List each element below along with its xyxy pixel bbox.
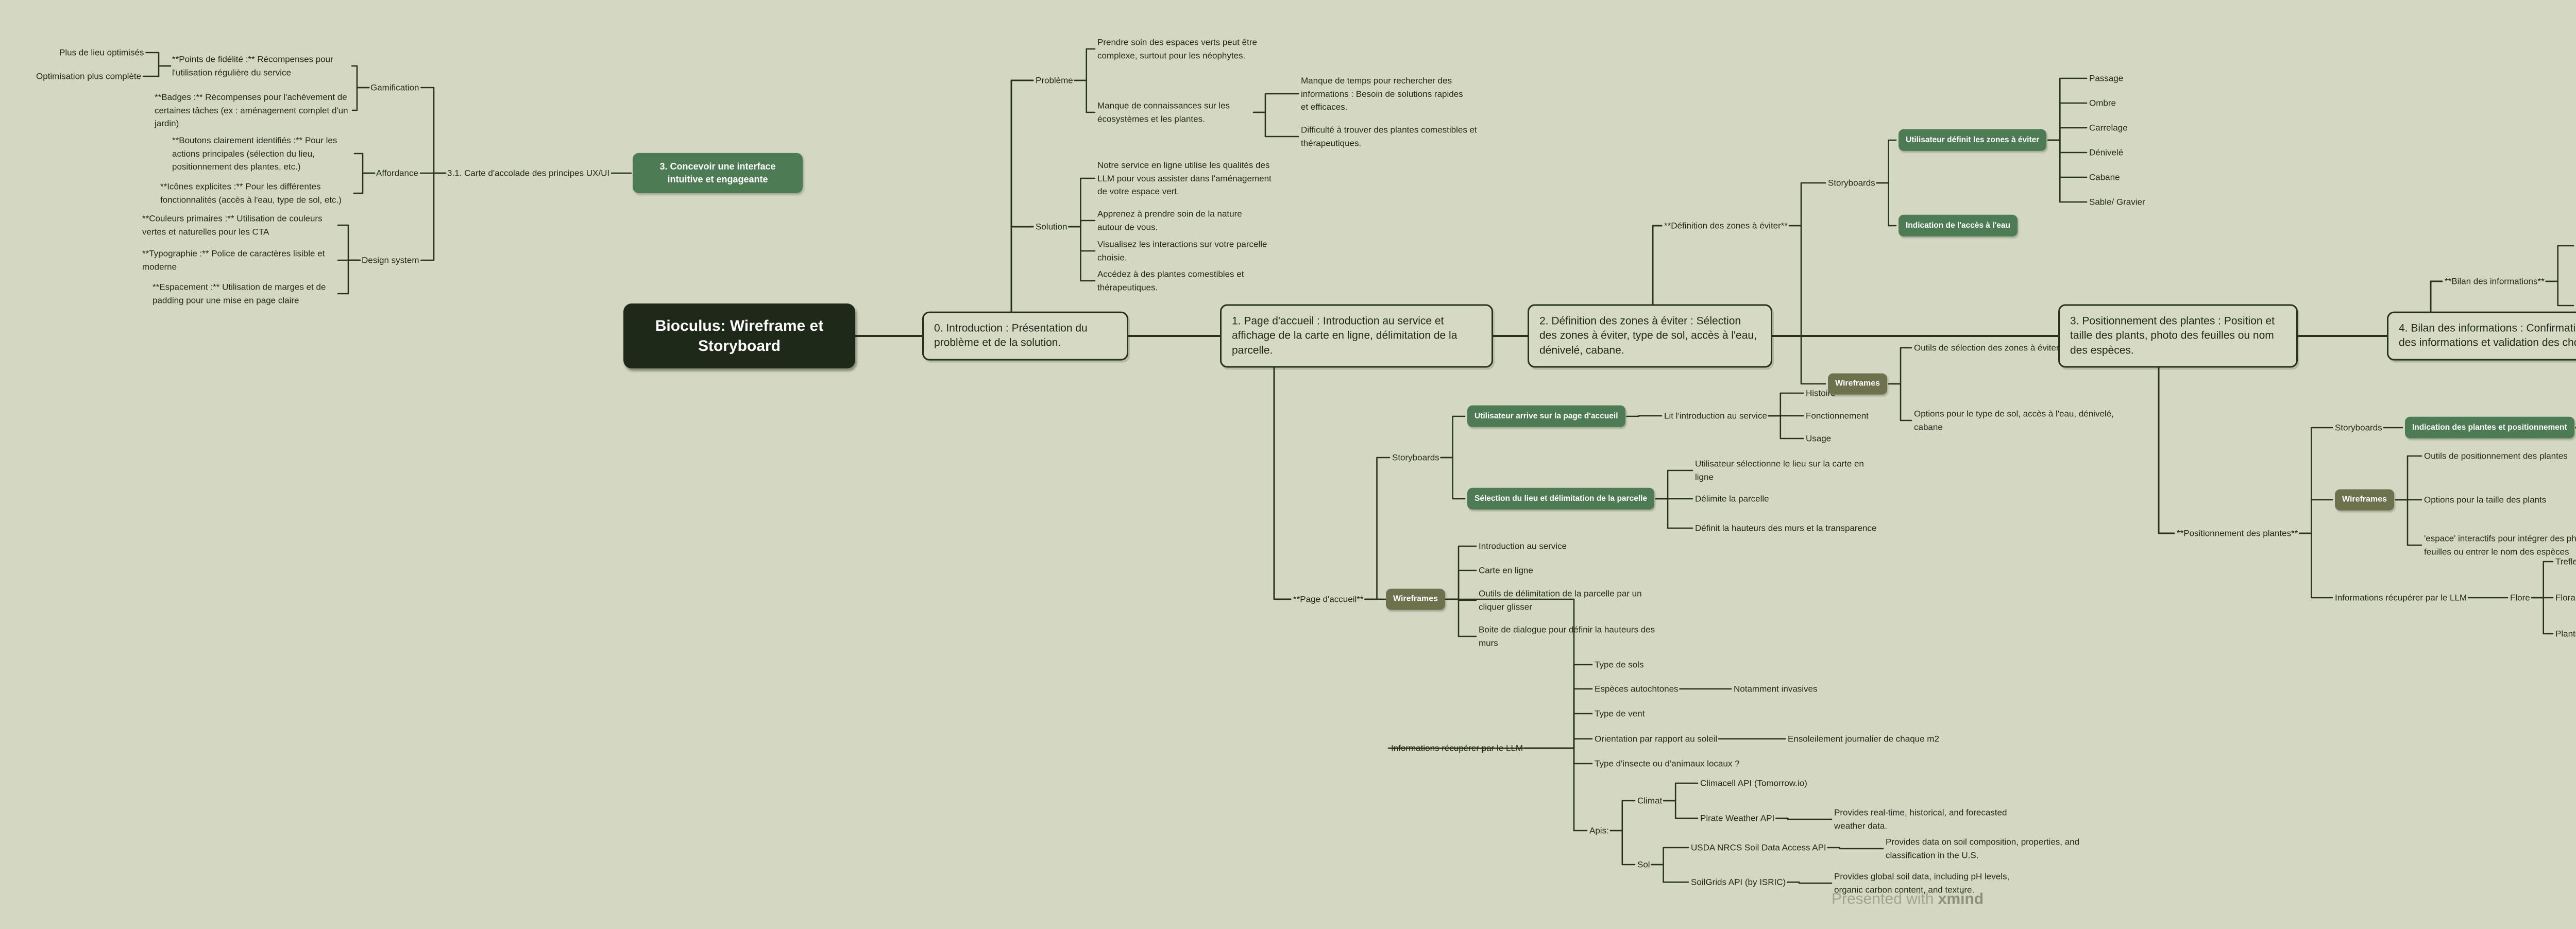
topic-difficulte[interactable]: Difficulté à trouver des plantes comesti…: [1301, 125, 1477, 148]
topic-affordance[interactable]: Affordance: [376, 168, 418, 178]
topic-plus-lieux[interactable]: Plus de lieu optimisés: [59, 47, 144, 58]
topic-pirate-weather[interactable]: Pirate Weather API: [1700, 813, 1775, 823]
topic-storyboards-2[interactable]: Storyboards: [1828, 178, 1875, 188]
topic-ensoleillement[interactable]: Ensoleilement journalier de chaque m2: [1788, 734, 1939, 744]
topic-usda[interactable]: USDA NRCS Soil Data Access API: [1691, 842, 1826, 853]
topic-definit-hauteurs[interactable]: Définit la hauteurs des murs et la trans…: [1695, 523, 1877, 533]
topic-manque-temps[interactable]: Manque de temps pour rechercher des info…: [1301, 75, 1463, 112]
topic-pfaf[interactable]: Plants for a Future API (PFAF): [2555, 629, 2576, 639]
topic-wf-outils-selection[interactable]: Outils de sélection des zones à éviter: [1914, 343, 2059, 353]
topic-positionnement-plantes[interactable]: **Positionnement des plantes**: [2177, 528, 2298, 538]
topic-wf-outils-delimitation[interactable]: Outils de délimitation de la parcelle pa…: [1479, 588, 1642, 612]
topic-3-positionnement[interactable]: 3. Positionnement des plantes : Position…: [2058, 304, 2298, 368]
topic-optimisation[interactable]: Optimisation plus complète: [36, 71, 142, 81]
topic-wf-introduction[interactable]: Introduction au service: [1479, 541, 1567, 551]
topic-wf-boite-dialogue[interactable]: Boite de dialogue pour définir la hauteu…: [1479, 624, 1655, 648]
topic-soilgrids[interactable]: SoilGrids API (by ISRIC): [1691, 877, 1786, 887]
topic-climat[interactable]: Climat: [1637, 796, 1663, 806]
topic-prendre-soin[interactable]: Prendre soin des espaces verts peut être…: [1097, 37, 1257, 61]
topic-type-sols[interactable]: Type de sols: [1595, 660, 1644, 670]
topic-page-accueil[interactable]: **Page d'accueil**: [1293, 594, 1364, 604]
topic-design-system[interactable]: Design system: [362, 255, 419, 265]
topic-31-carte-accolade[interactable]: 3.1. Carte d'accolade des principes UX/U…: [447, 168, 610, 178]
topic-insectes-animaux[interactable]: Type d'insecte ou d'animaux locaux ?: [1595, 758, 1740, 769]
topic-sol[interactable]: Sol: [1637, 859, 1650, 870]
topic-wf-options-taille[interactable]: Options pour la taille des plants: [2424, 495, 2547, 505]
topic-wf-outils-positionnement[interactable]: Outils de positionnement des plantes: [2424, 451, 2568, 461]
topic-manque-connaissances[interactable]: Manque de connaissances sur les écosystè…: [1097, 100, 1230, 124]
topic-2-definition-zones[interactable]: 2. Définition des zones à éviter : Sélec…: [1528, 304, 1772, 368]
topic-gamification[interactable]: Gamification: [370, 82, 419, 93]
topic-wf-espace-interactif[interactable]: 'espace' interactifs pour intégrer des p…: [2424, 533, 2576, 557]
topic-accedez[interactable]: Accédez à des plantes comestibles et thé…: [1097, 269, 1244, 293]
central-topic[interactable]: Bioculus: Wireframe et Storyboard: [623, 303, 855, 368]
green-indication-plantes[interactable]: Indication des plantes et positionnement: [2405, 416, 2574, 439]
topic-storyboards-3[interactable]: Storyboards: [2335, 423, 2382, 433]
topic-selectionne-lieu[interactable]: Utilisateur sélectionne le lieu sur la c…: [1695, 459, 1864, 482]
topic-solution[interactable]: Solution: [1036, 222, 1067, 232]
topic-notamment-invasives[interactable]: Notamment invasives: [1734, 684, 1818, 694]
topic-type-vent[interactable]: Type de vent: [1595, 708, 1645, 719]
topic-badges[interactable]: **Badges :** Récompenses pour l'achèveme…: [155, 92, 348, 128]
topic-apprenez[interactable]: Apprenez à prendre soin de la nature aut…: [1097, 209, 1242, 232]
topic-points-fidelite[interactable]: **Points de fidélité :** Récompenses pou…: [172, 54, 333, 78]
topic-denivele[interactable]: Dénivelé: [2089, 147, 2124, 158]
topic-infos-llm-1[interactable]: Informations récupérer par le LLM: [1391, 743, 1523, 753]
topic-flore[interactable]: Flore: [2510, 593, 2530, 603]
green-selection-lieu[interactable]: Sélection du lieu et délimitation de la …: [1467, 487, 1655, 510]
topic-especes-autochtones[interactable]: Espèces autochtones: [1595, 684, 1679, 694]
olive-wireframes-3[interactable]: Wireframes: [2335, 489, 2395, 511]
topic-lit-introduction[interactable]: Lit l'introduction au service: [1664, 411, 1767, 421]
topic-wf-carte[interactable]: Carte en ligne: [1479, 565, 1533, 576]
topic-usage[interactable]: Usage: [1806, 433, 1832, 444]
topic-typographie[interactable]: **Typographie :** Police de caractères l…: [142, 248, 325, 272]
topic-4-bilan[interactable]: 4. Bilan des informations : Confirmation…: [2387, 311, 2576, 361]
topic-boutons[interactable]: **Boutons clairement identifiés :** Pour…: [172, 135, 337, 172]
topic-flora-incognita[interactable]: Flora Incognita API: [2555, 593, 2576, 603]
topic-cabane[interactable]: Cabane: [2089, 172, 2120, 182]
topic-trefle-api[interactable]: Trefle API: [2555, 556, 2576, 567]
green-definit-zones[interactable]: Utilisateur définit les zones à éviter: [1899, 129, 2047, 151]
topic-espacement[interactable]: **Espacement :** Utilisation de marges e…: [152, 282, 326, 306]
desc-pirate-weather[interactable]: Provides real-time, historical, and fore…: [1834, 807, 2007, 831]
topic-ombre[interactable]: Ombre: [2089, 98, 2116, 108]
topic-storyboards-1[interactable]: Storyboards: [1392, 452, 1439, 463]
green-indication-eau[interactable]: Indication de l'accès à l'eau: [1899, 214, 2018, 237]
topic-delimite-parcelle[interactable]: Délimite la parcelle: [1695, 494, 1769, 504]
topic-couleurs[interactable]: **Couleurs primaires :** Utilisation de …: [142, 213, 323, 237]
topic-carrelage[interactable]: Carrelage: [2089, 123, 2128, 133]
topic-fonctionnement[interactable]: Fonctionnement: [1806, 411, 1869, 421]
topic-visualisez[interactable]: Visualisez les interactions sur votre pa…: [1097, 239, 1267, 263]
topic-icones[interactable]: **Icônes explicites :** Pour les différe…: [160, 181, 342, 205]
xmind-watermark: Presented with xmind: [1832, 890, 1984, 907]
topic-sable-gravier[interactable]: Sable/ Gravier: [2089, 197, 2145, 207]
topic-wf-options-sol[interactable]: Options pour le type de sol, accès à l'e…: [1914, 409, 2114, 432]
topic-probleme[interactable]: Problème: [1036, 75, 1073, 86]
green-arrive-accueil[interactable]: Utilisateur arrive sur la page d'accueil: [1467, 405, 1625, 428]
topic-infos-llm-3[interactable]: Informations récupérer par le LLM: [2335, 593, 2467, 603]
topic-apis[interactable]: Apis:: [1589, 825, 1609, 836]
topic-passage[interactable]: Passage: [2089, 73, 2124, 83]
topic-bilan-informations[interactable]: **Bilan des informations**: [2445, 276, 2545, 286]
desc-usda[interactable]: Provides data on soil composition, prope…: [1886, 837, 2080, 860]
topic-climacell[interactable]: Climacell API (Tomorrow.io): [1700, 778, 1807, 788]
olive-wireframes-1[interactable]: Wireframes: [1386, 588, 1446, 610]
topic-orientation-soleil[interactable]: Orientation par rapport au soleil: [1595, 734, 1718, 744]
topic-1-page-accueil[interactable]: 1. Page d'accueil : Introduction au serv…: [1220, 304, 1493, 368]
topic-0-introduction[interactable]: 0. Introduction : Présentation du problè…: [922, 311, 1128, 361]
olive-wireframes-2[interactable]: Wireframes: [1828, 373, 1888, 395]
topic-definition-zones[interactable]: **Définition des zones à éviter**: [1664, 221, 1788, 231]
topic-notre-service[interactable]: Notre service en ligne utilise les quali…: [1097, 160, 1272, 196]
topic-3-concevoir-interface[interactable]: 3. Concevoir une interface intuitive et …: [633, 153, 803, 194]
desc-soilgrids[interactable]: Provides global soil data, including pH …: [1834, 871, 2010, 895]
